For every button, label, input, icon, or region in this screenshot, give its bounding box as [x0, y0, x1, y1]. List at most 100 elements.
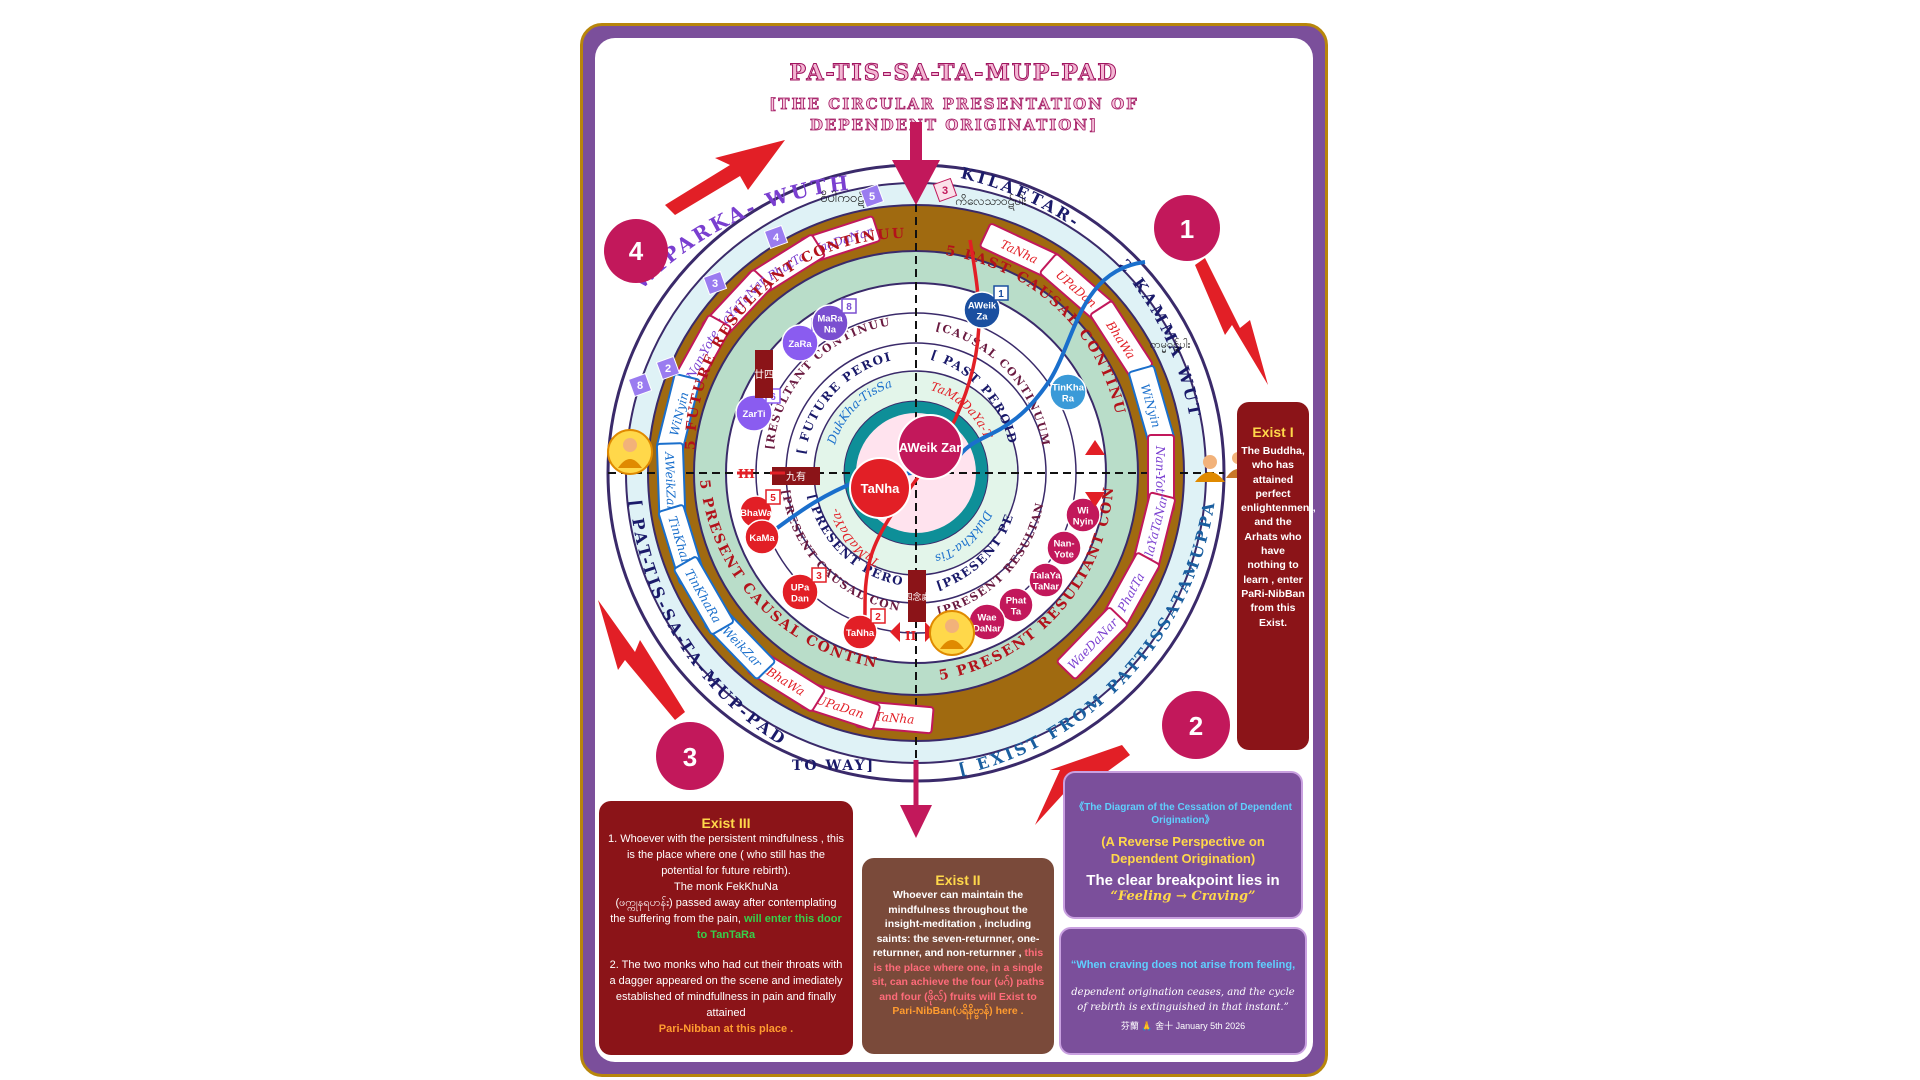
nidana-circle-label: BhaWa: [740, 508, 773, 519]
nidana-circle: [842, 614, 878, 650]
nidana-circle-label: Nan-: [1053, 539, 1074, 550]
exist-iii-panel: Exist III 1. Whoever with the persistent…: [599, 801, 853, 1055]
nidana-number-box: [993, 285, 1009, 301]
nidana-circle-label: ZarTi: [742, 409, 765, 420]
square-number-box: [763, 224, 789, 250]
nidana-circle-label: ZaRa: [788, 339, 812, 350]
nidana-circles: AWeikZa1TinKhaRaZaRa7MaRaNa8ZarTi6BhaWa5…: [735, 285, 1101, 650]
badge-3: [656, 722, 724, 790]
center-aweikzar-circle: [897, 414, 963, 480]
arrow-top-right: [1195, 258, 1268, 385]
quote-panel: “When craving does not arise from feelin…: [1059, 927, 1307, 1055]
tag-four-bg: [908, 570, 926, 622]
nidana-circle: [781, 324, 819, 362]
nidana-circle: [1065, 497, 1101, 533]
nidana-circle: [781, 573, 819, 611]
exist-iii-p4: 2. The two monks who had cut their throa…: [609, 959, 843, 1019]
nidana-circle-label: Phat: [1006, 596, 1027, 607]
blue-flow-line: [758, 260, 1146, 542]
badge-4: [604, 219, 668, 283]
nidana-number: 3: [816, 571, 822, 582]
square-number: 4: [773, 232, 780, 244]
exist-ii-t2: this is the place where one, in a single…: [871, 947, 1045, 1003]
nidana-circle: [1028, 562, 1064, 598]
exist-i-panel: Exist I The Buddha, who has attained per…: [1237, 402, 1316, 750]
outer-label-frame: [673, 556, 734, 635]
square-number-box: [859, 183, 885, 209]
buddha-icon-center: [929, 610, 975, 656]
nidana-circle: [1046, 530, 1082, 566]
exist-i-text: The Buddha, who has attained perfect enl…: [1241, 445, 1316, 629]
outer-label-text: Nan-Yote: [1153, 445, 1167, 500]
center-tanha-label: TaNha: [861, 481, 901, 496]
tag-24: 廿四: [754, 369, 774, 381]
square-number: 8: [637, 380, 643, 392]
subtitle-line-1: [THE CIRCULAR PRESENTATION OF: [769, 95, 1139, 114]
nidana-circle-label: AWeik: [968, 301, 997, 312]
top-arrow-head: [892, 160, 940, 205]
nidana-circle: [811, 304, 849, 342]
nidana-circle-label: Wi: [1077, 506, 1089, 517]
nidana-circle-label: Ra: [1062, 394, 1075, 405]
nidana-circle-label: TinKha: [1052, 383, 1085, 394]
square-number-box: [702, 270, 728, 296]
quote-line-1: “When craving does not arise from feelin…: [1070, 959, 1296, 971]
center-aweikzar-label: AWeik Zar: [899, 440, 962, 455]
tag-four: 四念處: [903, 591, 930, 603]
nidana-circle: [735, 394, 773, 432]
nidana-number-box: [841, 298, 857, 314]
nidana-circle-label: Wae: [977, 613, 996, 624]
center-tanha-circle: [849, 457, 911, 519]
nidana-circle: [963, 291, 1001, 329]
nidana-circle-label: Dan: [791, 594, 809, 605]
badge-4-label: 4: [629, 236, 644, 266]
outer-label-box: WiNyin: [656, 373, 701, 455]
bottom-arrow-head: [900, 805, 932, 838]
reverse-line-4: “Feeling → Craving”: [1110, 889, 1256, 904]
burmese-kamma: ကမ္မဝဋ်ပါး: [1150, 338, 1191, 353]
nidana-number: 1: [998, 289, 1004, 300]
nidana-number-box: [870, 608, 886, 624]
exist-ii-t3: Pari-NibBan(ပရိနိဗ္ဗာန်) here .: [892, 1005, 1024, 1017]
badge-3-label: 3: [683, 742, 697, 772]
nidana-circle-label: Na: [824, 325, 837, 336]
quote-line-2: dependent origination ceases, and the cy…: [1071, 987, 1295, 1013]
square-number-box: [932, 177, 958, 203]
nidana-circle-label: MaRa: [817, 314, 843, 325]
roman-ii: II: [905, 629, 917, 643]
nidana-circle: [744, 519, 780, 555]
subtitle-line-2: DEPENDENT ORIGINATION]: [809, 116, 1099, 135]
nidana-circle-label: TalaYa: [1031, 571, 1061, 582]
badge-2-label: 2: [1189, 711, 1203, 741]
nidana-number: 6: [770, 392, 776, 403]
nidana-circle: [1049, 373, 1087, 411]
nidana-circle-label: UPa: [791, 583, 810, 594]
burmese-kilaetar: ကိလေသာဝဋ်ပါး: [955, 193, 1026, 211]
exist-iii-p3: (ဖက္ကုနရဟန်း) passed away after contempl…: [610, 897, 837, 925]
reverse-line-3: The clear breakpoint lies in: [1086, 872, 1280, 889]
badge-1-label: 1: [1180, 214, 1194, 244]
square-number-box: [627, 372, 653, 398]
exist-i-arrows: [1085, 440, 1105, 507]
tag-nine: 九有: [786, 470, 806, 483]
nidana-number: 5: [770, 493, 776, 504]
reverse-perspective-panel: 《The Diagram of the Cessation of Depende…: [1063, 771, 1303, 919]
nidana-circle-label: TaNar: [1033, 582, 1060, 593]
arrow-top-left: [665, 140, 785, 215]
exist-i-heading: Exist I: [1252, 424, 1294, 440]
nidana-circle-label: TaNha: [846, 628, 875, 639]
exist-ii-heading: Exist II: [935, 872, 981, 888]
nidana-number: 2: [875, 612, 881, 623]
nidana-circle-label: KaMa: [749, 533, 775, 544]
number-badges: 4 1 2 3: [604, 195, 1230, 790]
arrow-bottom-left: [598, 600, 685, 720]
nidana-number-box: [765, 489, 781, 505]
exist-iii-p3-green: will enter this door to TanTaRa: [696, 913, 842, 941]
nidana-circle-label: DaNar: [973, 624, 1001, 635]
exist-ii-panel: Exist II Whoever can maintain the mindfu…: [862, 858, 1054, 1054]
square-number: 5: [869, 191, 875, 203]
outer-label-text: AWeikZar: [662, 451, 678, 513]
badge-1: [1154, 195, 1220, 261]
reverse-line-2: (A Reverse Perspective on Dependent Orig…: [1101, 834, 1265, 866]
outer-label-text: TaNha: [874, 709, 915, 726]
